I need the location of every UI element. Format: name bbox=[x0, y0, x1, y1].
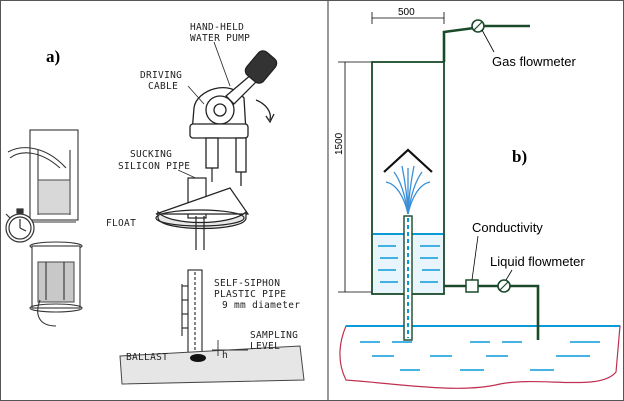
deflector-cone bbox=[383, 148, 433, 173]
label-hand-held: HAND-HELD bbox=[190, 22, 244, 33]
measuring-cylinder-bottom bbox=[29, 241, 83, 327]
label-h: h bbox=[222, 350, 228, 361]
sucking-pipe-float bbox=[155, 168, 250, 250]
label-cable: CABLE bbox=[148, 81, 178, 92]
pond-water-lines bbox=[360, 341, 600, 371]
label-level: LEVEL bbox=[250, 341, 280, 352]
label-sucking: SUCKING bbox=[130, 149, 172, 160]
label-sampling: SAMPLING bbox=[250, 330, 298, 341]
label-ballast: BALLAST bbox=[126, 352, 168, 363]
measuring-cylinder-top bbox=[7, 129, 79, 223]
dimension-height-label: 1500 bbox=[334, 132, 345, 155]
label-driving: DRIVING bbox=[140, 70, 182, 81]
liquid-flowmeter-icon bbox=[497, 279, 511, 293]
gas-flowmeter-label: Gas flowmeter bbox=[492, 54, 576, 69]
column-water-lines bbox=[378, 245, 440, 283]
dimension-width-label: 500 bbox=[398, 7, 415, 18]
ballast-weight bbox=[190, 354, 206, 362]
label-diameter: 9 mm diameter bbox=[222, 300, 300, 311]
panel-b-label: b) bbox=[512, 147, 527, 166]
sediment-ground bbox=[119, 340, 305, 385]
inner-pipe bbox=[403, 215, 413, 341]
liquid-flowmeter-label: Liquid flowmeter bbox=[490, 254, 585, 269]
dimension-width bbox=[371, 12, 445, 24]
panel-b: 500 1500 bbox=[334, 7, 621, 389]
gas-outlet-pipe bbox=[442, 26, 475, 62]
label-float: FLOAT bbox=[106, 218, 136, 229]
dimension-height bbox=[338, 61, 372, 293]
label-silicon-pipe: SILICON PIPE bbox=[118, 161, 190, 172]
fountain-spray bbox=[385, 165, 431, 215]
pond bbox=[339, 325, 621, 389]
label-water-pump: WATER PUMP bbox=[190, 33, 250, 44]
label-plastic-pipe: PLASTIC PIPE bbox=[214, 289, 286, 300]
stopwatch-icon bbox=[5, 208, 35, 243]
panel-a: a) bbox=[5, 22, 305, 385]
conductivity-cell-icon bbox=[465, 279, 479, 293]
panel-a-label: a) bbox=[46, 47, 60, 66]
label-self-siphon: SELF-SIPHON bbox=[214, 278, 280, 289]
conductivity-label: Conductivity bbox=[472, 220, 543, 235]
